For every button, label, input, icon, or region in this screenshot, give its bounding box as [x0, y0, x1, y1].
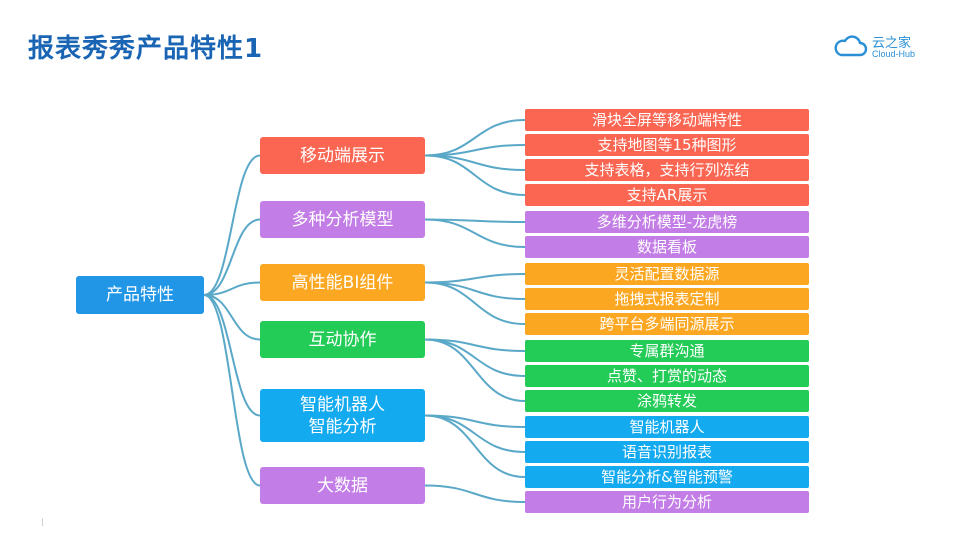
leaf-node: 多维分析模型-龙虎榜 [525, 211, 809, 233]
connector-category-leaf [424, 484, 526, 503]
category-node: 移动端展示 [260, 137, 425, 174]
leaf-node: 涂鸦转发 [525, 390, 809, 412]
leaf-node: 支持表格，支持行列冻结 [525, 159, 809, 181]
leaf-node: 智能机器人 [525, 416, 809, 438]
connector-root-category [203, 294, 261, 417]
leaf-node: 支持地图等15种图形 [525, 134, 809, 156]
leaf-node: 用户行为分析 [525, 491, 809, 513]
connector-category-leaf [424, 154, 526, 196]
category-node: 智能机器人 智能分析 [260, 389, 425, 442]
leaf-node: 语音识别报表 [525, 441, 809, 463]
connector-category-leaf [424, 273, 526, 284]
category-node: 高性能BI组件 [260, 264, 425, 301]
page-title: 报表秀秀产品特性1 [28, 34, 264, 64]
logo-text-en: Cloud-Hub [872, 49, 916, 59]
leaf-node: 点赞、打赏的动态 [525, 365, 809, 387]
connector-root-category [203, 218, 261, 296]
slide-marker [42, 518, 43, 526]
category-node: 大数据 [260, 467, 425, 504]
leaf-node: 拖拽式报表定制 [525, 288, 809, 310]
logo-text-cn: 云之家 [872, 36, 912, 51]
cloud-icon [834, 35, 868, 57]
leaf-node: 专属群沟通 [525, 340, 809, 362]
connector-root-category [203, 154, 261, 296]
connector-root-category [203, 294, 261, 341]
category-node: 多种分析模型 [260, 201, 425, 238]
leaf-node: 支持AR展示 [525, 184, 809, 206]
brand-logo: 云之家 Cloud-Hub [832, 32, 932, 62]
leaf-node: 滑块全屏等移动端特性 [525, 109, 809, 131]
connector-category-leaf [424, 414, 526, 478]
connector-root-category [203, 281, 261, 296]
connector-category-leaf [424, 218, 526, 248]
connector-category-leaf [424, 281, 526, 325]
connector-category-leaf [424, 338, 526, 402]
root-node: 产品特性 [76, 276, 204, 314]
leaf-node: 数据看板 [525, 236, 809, 258]
connector-root-category [203, 294, 261, 487]
leaf-node: 跨平台多端同源展示 [525, 313, 809, 335]
leaf-node: 灵活配置数据源 [525, 263, 809, 285]
category-node: 互动协作 [260, 321, 425, 358]
leaf-node: 智能分析&智能预警 [525, 466, 809, 488]
